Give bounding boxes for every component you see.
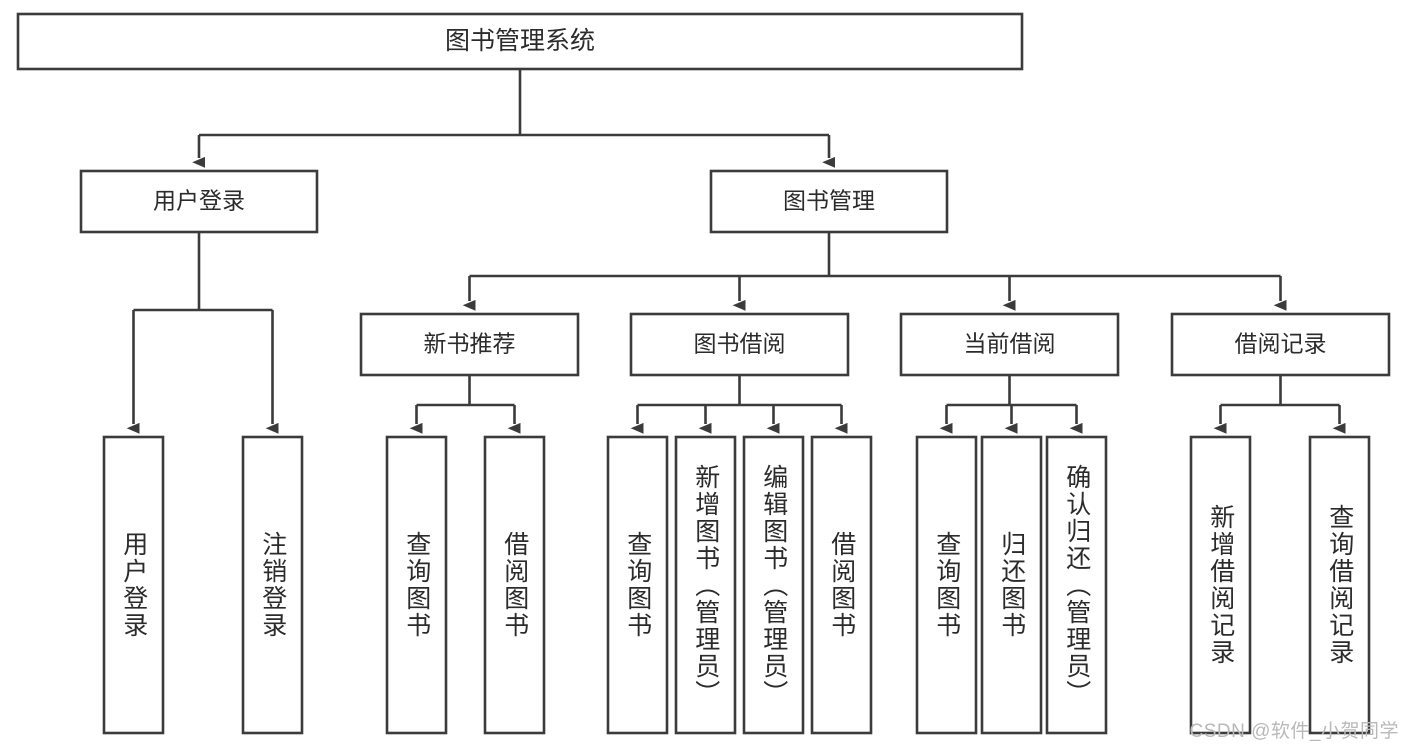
watermark-text: CSDN @软件_小贺同学 (1189, 721, 1399, 742)
leaf-node-12-box[interactable] (1189, 435, 1252, 735)
leaf-node-9[interactable] (915, 435, 978, 735)
level3-node-3[interactable]: 当前借阅 (899, 312, 1120, 377)
connector-lines (126, 69, 1346, 434)
leaf-node-11[interactable] (1045, 435, 1108, 735)
leaf-node-5-box[interactable] (606, 435, 669, 735)
level3-node-3-box[interactable] (899, 312, 1120, 377)
level3-node-2[interactable]: 图书借阅 (629, 312, 850, 377)
leaf-node-3[interactable] (385, 435, 448, 735)
leaf-node-1[interactable] (102, 435, 165, 735)
root-node-book-management-system-box[interactable] (16, 12, 1024, 71)
leaf-node-1-box[interactable] (102, 435, 165, 735)
leaf-node-4-box[interactable] (483, 435, 546, 735)
level3-node-4-box[interactable] (1170, 312, 1391, 377)
leaf-node-5[interactable] (606, 435, 669, 735)
leaf-node-6-box[interactable] (674, 435, 737, 735)
leaf-node-10[interactable] (980, 435, 1043, 735)
level3-node-3-label: 当前借阅 (964, 331, 1056, 357)
leaf-node-8[interactable] (810, 435, 873, 735)
level2-node-2[interactable]: 图书管理 (709, 169, 949, 234)
level2-node-1-box[interactable] (79, 169, 319, 234)
level3-node-4[interactable]: 借阅记录 (1170, 312, 1391, 377)
level3-node-1[interactable]: 新书推荐 (359, 312, 580, 377)
leaf-node-4[interactable] (483, 435, 546, 735)
level2-node-1[interactable]: 用户登录 (79, 169, 319, 234)
leaf-node-8-box[interactable] (810, 435, 873, 735)
root-node-book-management-system-label: 图书管理系统 (445, 27, 595, 55)
leaf-node-9-box[interactable] (915, 435, 978, 735)
leaf-node-11-box[interactable] (1045, 435, 1108, 735)
leaf-node-2[interactable] (241, 435, 304, 735)
leaf-node-2-box[interactable] (241, 435, 304, 735)
level3-node-1-box[interactable] (359, 312, 580, 377)
leaf-node-10-box[interactable] (980, 435, 1043, 735)
leaf-node-13-box[interactable] (1308, 435, 1371, 735)
level2-node-2-box[interactable] (709, 169, 949, 234)
level2-node-1-label: 用户登录 (153, 188, 245, 214)
leaf-node-7[interactable] (742, 435, 805, 735)
root-node-book-management-system[interactable]: 图书管理系统 (16, 12, 1024, 71)
level3-node-4-label: 借阅记录 (1235, 331, 1327, 357)
leaf-node-6[interactable] (674, 435, 737, 735)
level3-node-1-label: 新书推荐 (424, 331, 516, 357)
leaf-node-13[interactable] (1308, 435, 1371, 735)
leaf-node-12[interactable] (1189, 435, 1252, 735)
level3-node-2-box[interactable] (629, 312, 850, 377)
leaf-node-3-box[interactable] (385, 435, 448, 735)
level3-node-2-label: 图书借阅 (694, 331, 786, 357)
level2-node-2-label: 图书管理 (783, 188, 875, 214)
leaf-node-7-box[interactable] (742, 435, 805, 735)
